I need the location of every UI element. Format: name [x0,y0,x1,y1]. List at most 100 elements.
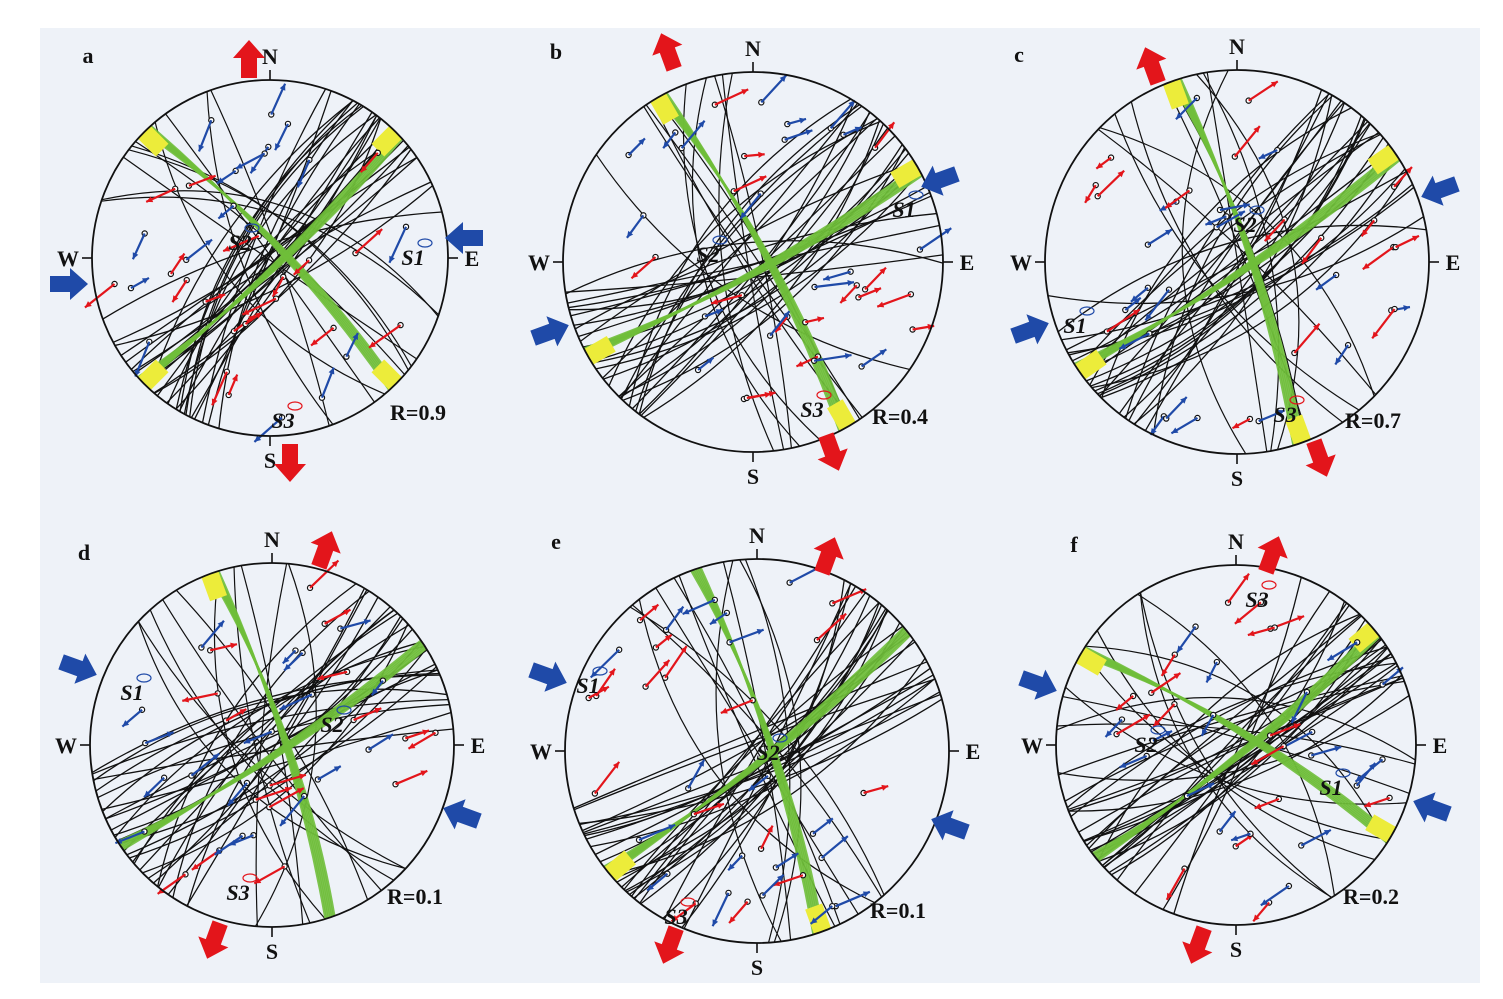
compression-arrow [654,925,685,964]
fault-plane [595,170,921,370]
s1-marker [1335,768,1351,778]
slip-vector-head [1232,422,1240,429]
slip-vector-head [298,773,306,780]
slip-vector-head [328,367,335,375]
slip-vector-head [146,196,154,203]
slip-vector-head [791,853,799,860]
direction-label-s: S [1231,466,1243,491]
slip-vector-head [279,704,287,710]
fault-plane [149,100,354,390]
slip-vector-head [1201,728,1208,736]
slip-vector [388,226,408,264]
slip-vector-head [626,230,634,238]
slip-vector-head [1362,263,1370,270]
stress-ratio-label: R=0.1 [870,898,926,923]
slip-vector-head [223,245,231,252]
s2-label: S2 [1134,732,1157,757]
pole-marker [1163,78,1189,110]
slip-vector-head [1302,256,1309,264]
direction-label-s: S [751,955,763,980]
fault-plane [673,577,841,925]
fault-plane [137,621,406,870]
extension-arrow [931,810,970,841]
slip-vector-head [293,268,301,275]
s1-marker [136,673,152,683]
direction-label-s: S [1230,937,1242,962]
slip-vector-head [668,824,676,831]
slip-vector-head [231,374,238,382]
fault-plane [118,666,437,845]
slip-vector-head [191,863,199,870]
slip-vector-head [756,629,764,635]
slip-vector-head [698,759,705,767]
slip-vector [589,648,620,679]
slip-vector-head [360,165,368,173]
slip-vector-head [728,863,735,871]
slip-vector-head [888,122,895,130]
slip-vector-head [717,803,724,809]
slip-vector-head [1242,573,1249,581]
slip-vector-head [1405,167,1412,174]
slip-vector-head [198,144,205,152]
fault-plane [1110,601,1346,876]
slip-vector-head [1207,783,1215,789]
fault-plane [591,152,910,363]
slip-vector-head [279,83,286,91]
fault-plane [586,667,931,840]
nodal-plane [1179,77,1295,446]
extension-arrow [445,222,483,254]
compression-arrow [652,33,683,72]
nodal-plane [583,174,923,350]
panel-letter: c [1014,42,1024,67]
pole-marker [1074,349,1107,380]
slip-vector-head [1361,229,1368,237]
slip-vector-head [166,731,174,738]
net-interior [1056,577,1416,915]
slip-vector-head [874,287,882,294]
pole-marker [584,336,616,365]
fault-plane [1114,113,1360,411]
direction-label-w: W [55,733,77,758]
fault-plane [565,240,943,295]
fault-plane [583,678,936,835]
pole-marker [1285,414,1311,446]
slip-vector-head [1171,427,1179,434]
s2-label: S2 [696,242,719,267]
slip-vector [813,353,852,362]
slip-vector-head [1150,427,1157,435]
fault-plane [1103,646,1388,868]
s2-label: S2 [228,230,251,255]
slip-vector [222,234,260,253]
s2-marker [336,705,352,715]
fault-plane [721,74,785,450]
slip-vector-head [1251,758,1259,765]
slip-vector-head [280,819,287,826]
slip-vector-head [1277,409,1285,416]
slip-vector-head [638,138,645,146]
slip-vector-head [1316,283,1323,290]
extension-arrow [528,661,567,692]
slip-vector-head [1253,914,1260,922]
slip-vector-head [779,75,787,82]
extension-arrow [1010,314,1049,345]
slip-vector-head [1180,396,1187,404]
slip-vector-head [408,742,416,749]
fault-plane [739,559,802,943]
slip-vector-head [275,143,281,151]
panel-letter: e [551,529,561,554]
direction-label-s: S [747,464,759,489]
s2-label: S2 [320,712,343,737]
slip-vector-head [1254,803,1262,809]
slip-vector-head [1085,195,1091,203]
extension-arrow [58,653,97,684]
fault-plane [175,115,378,410]
slip-vector-head [944,228,952,235]
slip-vector-head [764,391,772,398]
panel-letter: b [550,39,562,64]
compression-arrow [198,920,229,959]
slip-vector-head [218,212,226,219]
